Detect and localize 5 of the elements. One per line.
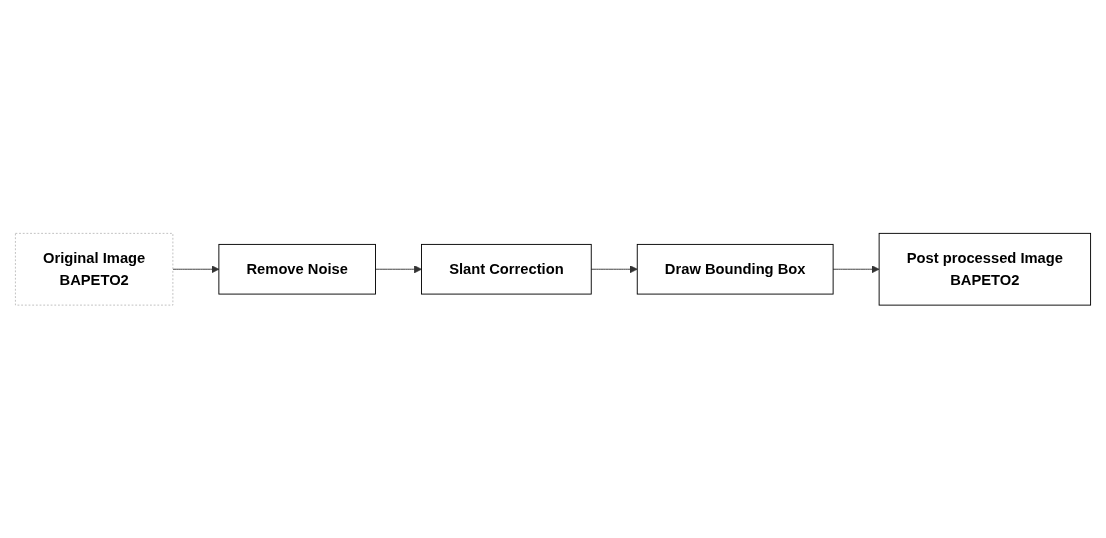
node-box: Remove Noise — [218, 243, 376, 295]
node-box: Original Image BAPETO2 — [14, 232, 174, 306]
node-box: Post processed Image BAPETO2 — [878, 232, 1092, 306]
node-box: Draw Bounding Box — [636, 243, 834, 295]
node-box: Slant Correction — [421, 243, 592, 295]
